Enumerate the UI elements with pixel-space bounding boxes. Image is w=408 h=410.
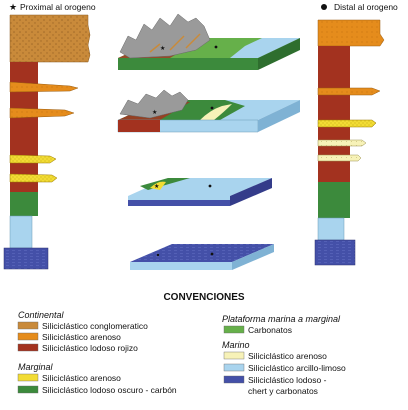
star-icon: ★: [9, 2, 17, 12]
block-side: [232, 244, 274, 270]
sand-tongue: [9, 107, 75, 119]
sand-orange-bed: [317, 19, 385, 47]
legend-title: CONVENCIONES: [163, 292, 244, 303]
legend-label: Siliciclástico lodoso rojizo: [42, 343, 138, 353]
legend-swatch: [223, 375, 245, 384]
legend-label: Siliciclástico arenoso: [248, 351, 327, 361]
marine-mud-bed: [3, 247, 49, 270]
block-diagram-1: ★: [118, 13, 300, 70]
legend-label: Siliciclástico arenoso: [42, 373, 121, 383]
block-front: [130, 262, 232, 270]
legend-swatch: [17, 373, 39, 382]
legend-swatch: [17, 385, 39, 394]
dark-mud-bed: [318, 182, 350, 218]
legend-label: Carbonatos: [248, 325, 292, 335]
front-red: [118, 120, 160, 132]
red-mud-bed: [318, 46, 350, 182]
block-front: [118, 58, 258, 70]
legend-group-marino: Marino: [222, 340, 250, 350]
block-front-top: [128, 196, 230, 200]
dot-marker: [210, 252, 214, 256]
distal-column: [314, 19, 385, 266]
marginal-sand-tongue: [9, 173, 58, 183]
marine-sand-tongue: [317, 139, 367, 147]
legend-swatch: [223, 363, 245, 372]
legend-label: Siliciclástico arenoso: [42, 332, 121, 342]
star-marker: ★: [154, 183, 159, 190]
legend-swatch: [223, 351, 245, 360]
marginal-sand-area: [150, 181, 166, 190]
proximal-column: [3, 14, 91, 270]
alluvial-fans: [149, 33, 201, 53]
dot-marker: [210, 106, 214, 110]
sand-tongue: [9, 81, 79, 93]
block-side: [230, 178, 272, 206]
conglomerate-bed: [9, 14, 91, 63]
legend-group-plataforma: Plataforma marina a marginal: [222, 314, 341, 324]
legend-label: Siliciclástico conglomeratico: [42, 321, 148, 331]
block-side: [258, 100, 300, 132]
distal-header: Distal al orogeno: [321, 2, 398, 12]
block-diagram-2: ★: [117, 89, 300, 133]
dot-marker: [214, 45, 218, 49]
red-mud-bed: [10, 62, 38, 192]
orogen-mountains: [119, 89, 189, 119]
distal-label: Distal al orogeno: [334, 2, 398, 12]
dark-mud-bed: [10, 192, 38, 216]
legend-swatch: [17, 332, 39, 341]
marine-sand-tongue: [317, 154, 362, 162]
legend-label-cont: chert y carbonatos: [248, 386, 318, 396]
dot-icon: [321, 4, 327, 10]
legend-label: Siliciclástico arcillo-limoso: [248, 363, 346, 373]
block-side: [258, 38, 300, 70]
legend: CONVENCIONES Continental Siliciclástico …: [17, 292, 346, 396]
legend-group-continental: Continental: [18, 310, 65, 320]
block-diagram-3: ★: [128, 178, 272, 206]
marine-silt-bed: [9, 215, 33, 249]
star-marker: [156, 253, 160, 257]
star-marker: ★: [152, 109, 157, 116]
legend-swatch: [17, 343, 39, 352]
marginal-sand-tongue: [9, 154, 57, 164]
proximal-label: Proximal al orogeno: [20, 2, 96, 12]
dot-marker: [208, 184, 212, 188]
sand-tongue: [317, 87, 381, 96]
legend-group-marginal: Marginal: [18, 362, 54, 372]
proximal-header: ★ Proximal al orogeno: [9, 2, 96, 12]
legend-swatch: [17, 321, 39, 330]
block-top: [130, 244, 274, 262]
coastal-sand: [200, 104, 232, 120]
legend-label: Siliciclástico lodoso oscuro - carbón: [42, 385, 177, 395]
marine-mud-bed: [314, 239, 356, 266]
block-diagram-4: [130, 244, 274, 270]
legend-label: Siliciclástico lodoso -: [248, 375, 327, 385]
marginal-sand-tongue: [317, 119, 377, 128]
marine-silt-bed: [317, 217, 345, 241]
sea-surface: [230, 38, 300, 58]
star-marker: ★: [160, 45, 165, 52]
legend-swatch: [223, 325, 245, 334]
